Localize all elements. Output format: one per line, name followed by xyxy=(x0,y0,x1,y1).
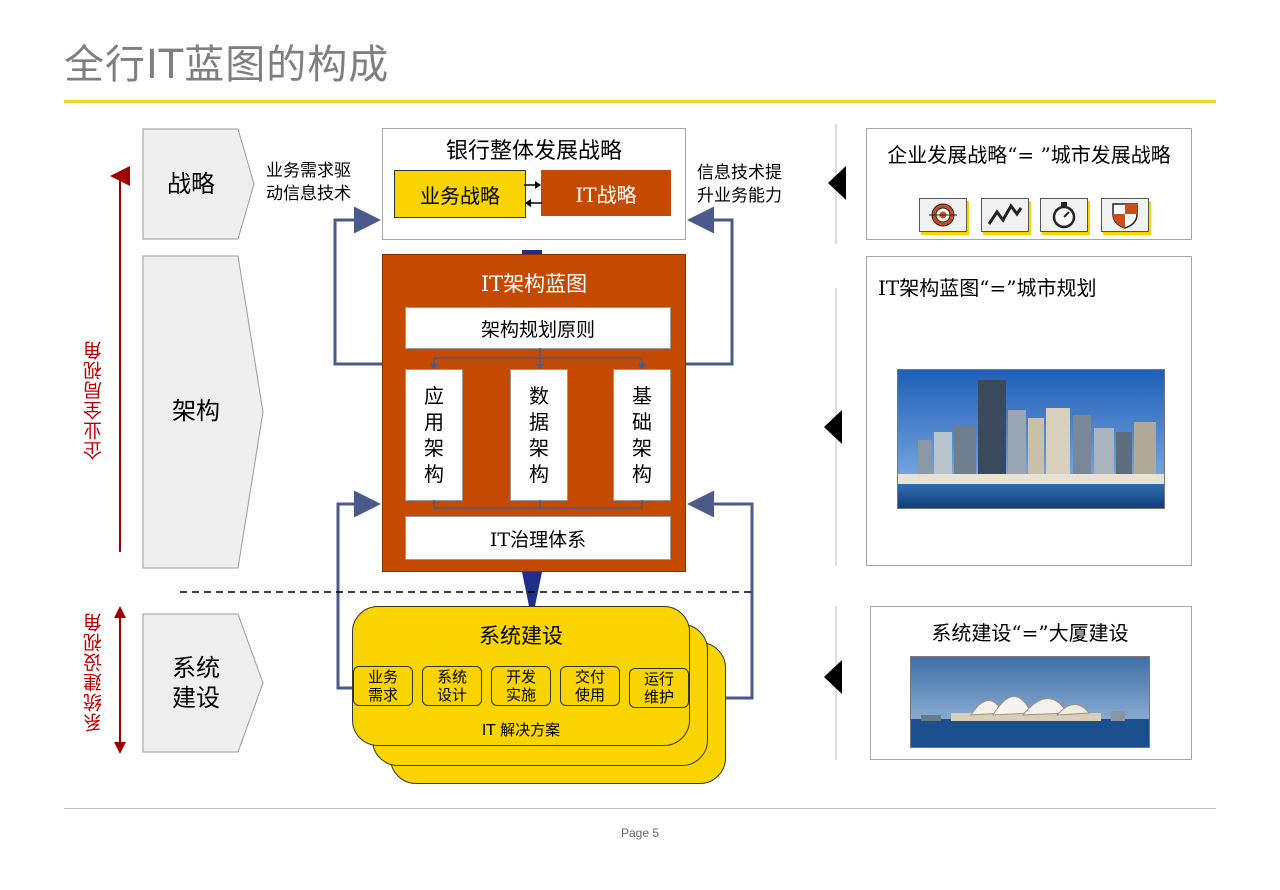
it-solution-label: IT 解决方案 xyxy=(481,721,561,739)
data-architecture-column: 数 据 架 构 xyxy=(510,369,568,501)
step-business-requirements: 业务需求 xyxy=(353,666,413,706)
annotation-it-enhances-business: 信息技术提 升业务能力 xyxy=(697,163,782,206)
strategy-exchange-arrows xyxy=(524,181,542,207)
title-underline xyxy=(64,100,1216,103)
strategy-link-bar xyxy=(522,250,542,254)
chevron-architecture-label: 架构 xyxy=(172,397,220,425)
step-operations: 运行维护 xyxy=(629,668,689,708)
pointer-strategy xyxy=(828,166,846,200)
shield-icon xyxy=(1101,198,1149,232)
step-development: 开发实施 xyxy=(491,666,551,706)
governance-bracket-lines xyxy=(433,500,643,509)
business-strategy-box: 业务战略 xyxy=(394,170,526,218)
connector-right-top xyxy=(686,206,734,366)
stopwatch-icon xyxy=(1040,198,1088,232)
chevron-system-line2: 建设 xyxy=(172,684,220,712)
target-icon xyxy=(919,198,967,232)
architecture-analogy-text: IT架构蓝图“=”城市规划 xyxy=(878,276,1097,300)
city-skyline-photo xyxy=(897,369,1165,509)
system-construction-title: 系统建设 xyxy=(479,624,563,648)
chevron-system-label: 系统 建设 xyxy=(143,614,249,752)
principles-branch-lines xyxy=(430,348,646,370)
connector-left-top xyxy=(333,206,382,366)
system-analogy-text: 系统建设“=”大厦建设 xyxy=(931,621,1129,645)
chevron-strategy-label: 战略 xyxy=(167,170,215,198)
trend-chart-icon xyxy=(981,198,1029,232)
pointer-system xyxy=(824,660,842,694)
pointer-architecture xyxy=(824,410,842,444)
chevron-column xyxy=(142,128,264,753)
connector-left-bottom xyxy=(336,490,381,690)
it-strategy-box: IT战略 xyxy=(541,170,671,216)
chevron-system-line1: 系统 xyxy=(172,654,220,682)
connector-right-bottom xyxy=(687,490,754,700)
chevron-system-shape xyxy=(142,613,264,753)
step-system-design: 系统设计 xyxy=(422,666,482,706)
down-funnel-arrow xyxy=(522,572,542,606)
it-architecture-title: IT架构蓝图 xyxy=(480,272,588,296)
strategy-box-title: 银行整体发展战略 xyxy=(445,139,622,164)
step-delivery: 交付使用 xyxy=(560,666,620,706)
strategy-analogy-text: 企业发展战略“= ”城市发展战略 xyxy=(887,143,1171,167)
application-architecture-column: 应 用 架 构 xyxy=(405,369,463,501)
page-title: 全行IT蓝图的构成 xyxy=(64,42,390,88)
opera-house-photo xyxy=(910,656,1150,748)
infrastructure-architecture-column: 基 础 架 构 xyxy=(613,369,671,501)
architecture-principles-bar: 架构规划原则 xyxy=(405,307,671,349)
perspective-arrows xyxy=(110,166,130,754)
footer-rule xyxy=(64,808,1216,809)
annotation-business-drives-it: 业务需求驱 动信息技术 xyxy=(266,161,351,204)
page-number: Page 5 xyxy=(620,826,660,840)
it-governance-bar: IT治理体系 xyxy=(405,516,671,560)
chevron-architecture-shape xyxy=(142,255,264,569)
chevron-strategy-shape xyxy=(142,128,255,240)
